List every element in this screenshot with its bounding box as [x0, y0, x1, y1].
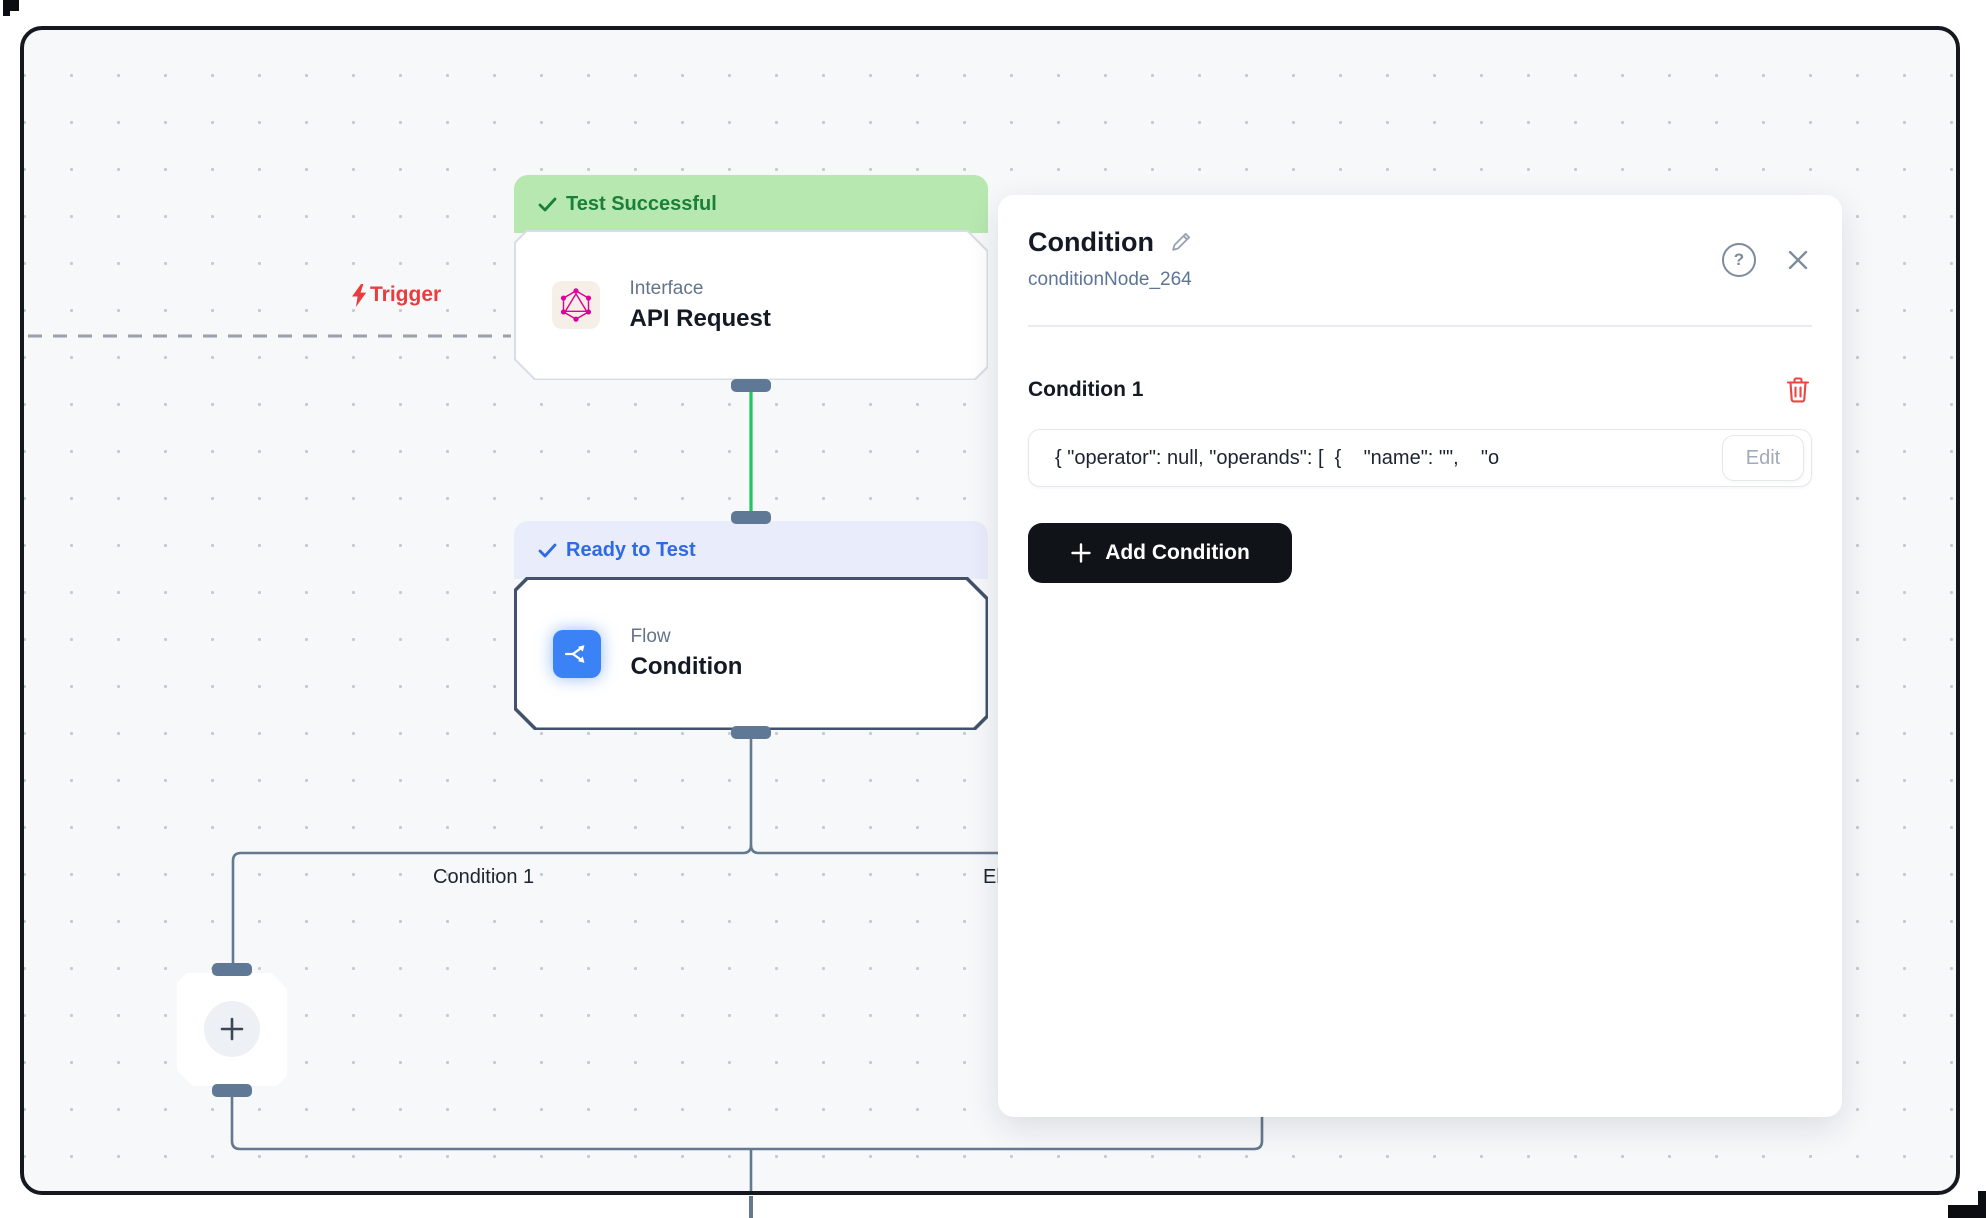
edge-branch-left	[231, 739, 753, 966]
crop-mark-top-left	[3, 0, 19, 11]
edge-branch-right	[749, 844, 1015, 855]
status-banner-text: Test Successful	[566, 192, 717, 215]
crop-mark-top-left	[3, 11, 10, 16]
node-condition[interactable]: Ready to Test Flow	[514, 521, 988, 730]
trash-icon[interactable]	[1784, 375, 1812, 405]
panel-node-id: conditionNode_264	[1028, 269, 1192, 290]
condition-config-panel: Condition conditionNode_264 ? Condition …	[998, 195, 1842, 1117]
crop-mark-bottom-right	[1978, 1191, 1986, 1218]
lightning-icon	[352, 283, 367, 307]
crop-mark-bottom-right	[1948, 1205, 1986, 1218]
node-title: Condition	[630, 653, 743, 680]
split-arrows-icon	[553, 630, 601, 678]
trigger-label-text: Trigger	[370, 283, 442, 306]
check-icon	[538, 197, 557, 211]
source-handle-add-node[interactable]	[212, 1084, 252, 1097]
pencil-icon[interactable]	[1168, 229, 1194, 255]
edge-layer	[28, 334, 1264, 1191]
flow-canvas[interactable]: Trigger Test Successful	[24, 30, 1956, 1191]
graphql-icon	[552, 281, 600, 329]
status-banner-ready: Ready to Test	[514, 521, 988, 579]
node-category: Interface	[629, 277, 704, 299]
check-icon	[538, 543, 557, 557]
edit-condition-button[interactable]: Edit	[1722, 435, 1804, 481]
panel-divider	[1028, 325, 1812, 327]
add-node-card[interactable]	[177, 973, 287, 1086]
node-api-request[interactable]: Test Successful	[514, 175, 988, 380]
source-handle-api[interactable]	[731, 379, 771, 392]
help-icon[interactable]: ?	[1722, 243, 1756, 277]
status-banner-text: Ready to Test	[566, 538, 696, 561]
canvas-dot-grid: Trigger Test Successful	[24, 30, 1956, 1191]
plus-icon	[1071, 543, 1091, 563]
close-icon[interactable]	[1784, 246, 1812, 274]
plus-icon	[219, 1016, 245, 1042]
target-handle-add-node[interactable]	[212, 963, 252, 976]
source-handle-condition[interactable]	[731, 726, 771, 739]
trigger-label: Trigger	[352, 283, 441, 307]
condition-expression-text: { "operator": null, "operands": [ { "nam…	[1055, 446, 1500, 469]
add-node-button[interactable]	[204, 1001, 260, 1057]
node-title: API Request	[629, 304, 771, 332]
edge-continuation-stub	[749, 1196, 753, 1218]
edge-merge	[230, 1097, 1264, 1151]
branch-label-condition-1: Condition 1	[433, 866, 535, 888]
node-category: Flow	[630, 626, 671, 647]
status-banner-success: Test Successful	[514, 175, 988, 233]
condition-section-title: Condition 1	[1028, 378, 1144, 401]
panel-title: Condition	[1028, 227, 1154, 257]
add-condition-button[interactable]: Add Condition	[1028, 523, 1292, 583]
target-handle-condition[interactable]	[731, 511, 771, 524]
condition-expression-field[interactable]: { "operator": null, "operands": [ { "nam…	[1028, 429, 1812, 487]
